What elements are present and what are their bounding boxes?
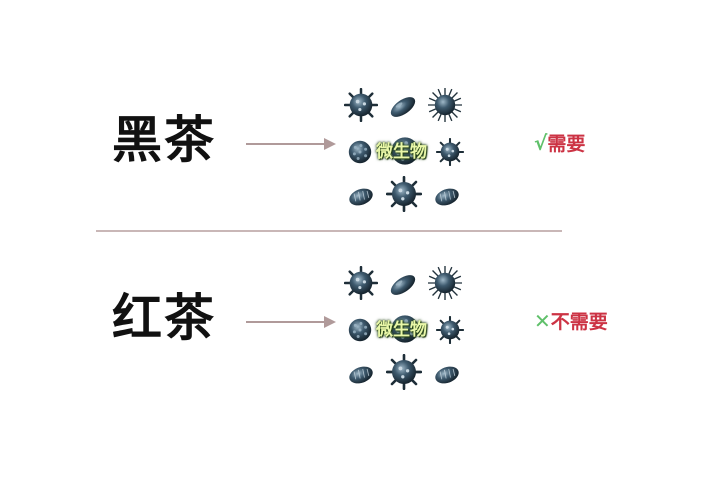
microbe-label: 微生物 — [376, 320, 427, 340]
microbe-icon — [436, 138, 464, 166]
microbe-icon — [388, 93, 418, 121]
microbe-icon — [432, 363, 462, 387]
microbe-cluster: 微生物 — [340, 256, 470, 390]
microbe-icon — [436, 316, 464, 344]
tea-name-dark: 黑茶 — [112, 111, 216, 169]
verdict-not-needed: ✕不需要 — [534, 308, 608, 335]
microbe-icon — [344, 266, 378, 300]
microbe-icon — [344, 88, 378, 122]
microbe-icon — [386, 176, 422, 212]
microbe-icon — [388, 271, 418, 299]
tea-name-black: 红茶 — [112, 289, 216, 347]
verdict-text: 需要 — [547, 133, 586, 155]
right-arrow-icon — [246, 316, 336, 328]
microbe-label: 微生物 — [376, 142, 427, 162]
microbe-icon — [346, 185, 376, 209]
microbe-icon — [428, 88, 462, 122]
divider — [96, 230, 562, 232]
cross-mark-icon: ✕ — [534, 309, 551, 333]
microbe-icon — [346, 363, 376, 387]
verdict-text: 不需要 — [550, 311, 608, 333]
row-dark-tea: 黑茶 微生物 √需要 — [0, 70, 720, 220]
microbe-cluster: 微生物 — [340, 78, 470, 212]
microbe-icon — [386, 354, 422, 390]
microbe-icon — [432, 185, 462, 209]
microbe-icon — [348, 140, 372, 164]
right-arrow-icon — [246, 138, 336, 150]
microbe-icon — [348, 318, 372, 342]
verdict-needed: √需要 — [534, 130, 585, 157]
row-black-tea: 红茶 微生物 ✕不需要 — [0, 248, 720, 398]
check-mark-icon: √ — [534, 131, 548, 155]
microbe-icon — [428, 266, 462, 300]
